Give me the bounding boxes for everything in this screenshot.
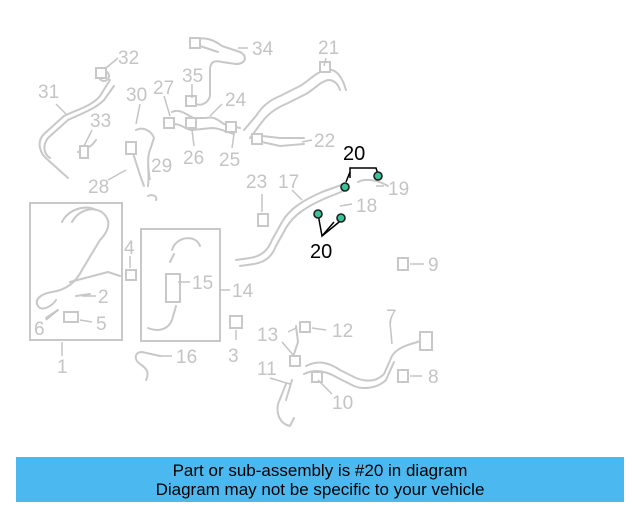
banner-line-part: Part or sub-assembly is #20 in diagram (172, 461, 468, 480)
part-19 (357, 178, 389, 187)
parts-diagram: 1 2 3 4 5 6 7 8 9 10 11 12 13 14 15 16 1… (29, 37, 439, 427)
callout-21: 21 (318, 38, 339, 59)
callout-6: 6 (34, 319, 45, 340)
callout-3: 3 (228, 346, 239, 367)
assembly-box-14 (140, 228, 221, 342)
callout-18: 18 (356, 196, 377, 217)
callout-25: 25 (219, 150, 240, 171)
assembly-box-1 (29, 202, 123, 341)
part-23 (257, 213, 269, 227)
radiator-hose-upper (35, 206, 121, 310)
callout-28: 28 (88, 177, 109, 198)
callout-1: 1 (57, 357, 68, 378)
callout-5: 5 (96, 314, 107, 335)
callout-33: 33 (90, 111, 111, 132)
hose-part-24 (171, 109, 241, 129)
callout-4: 4 (124, 238, 135, 259)
callout-20-top: 20 (343, 143, 365, 165)
clamp-20-1 (340, 182, 350, 192)
leader-lines (45, 47, 424, 395)
callout-23: 23 (246, 172, 267, 193)
callout-2: 2 (98, 287, 109, 308)
part-4 (125, 269, 137, 281)
hose-part-7 (305, 339, 425, 382)
callout-8: 8 (428, 367, 439, 388)
hose-part-16 (134, 351, 161, 381)
callout-35: 35 (182, 66, 203, 87)
callout-12: 12 (332, 321, 353, 342)
info-banner: Part or sub-assembly is #20 in diagram D… (16, 457, 624, 502)
callout-7: 7 (386, 307, 397, 328)
callout-29: 29 (151, 156, 172, 177)
hose-part-17 (235, 183, 345, 261)
callout-20-bottom: 20 (310, 241, 332, 263)
callout-14: 14 (232, 281, 254, 302)
callout-11: 11 (257, 359, 277, 380)
callout-32: 32 (118, 48, 139, 69)
callout-22: 22 (314, 131, 335, 152)
callout-15: 15 (192, 273, 213, 294)
small-clamps (95, 37, 331, 145)
clamp-20-2 (373, 171, 383, 181)
hose-part-15 (147, 237, 201, 331)
part-3 (229, 315, 243, 329)
callout-24: 24 (225, 90, 247, 111)
callout-34: 34 (252, 39, 274, 60)
hose-part-13 (291, 325, 299, 361)
callout-labels: 1 2 3 4 5 6 7 8 9 10 11 12 13 14 15 16 1… (34, 38, 439, 414)
hose-part-22 (261, 141, 305, 147)
part-20-highlight (313, 167, 383, 238)
banner-line-disclaimer: Diagram may not be specific to your vehi… (155, 480, 485, 499)
callout-13: 13 (257, 325, 278, 346)
callout-16: 16 (176, 347, 197, 368)
callout-31: 31 (38, 82, 59, 103)
clamp-20-3 (313, 209, 323, 219)
hose-part-31 (38, 79, 111, 179)
callout-17: 17 (278, 172, 299, 193)
callout-27: 27 (153, 78, 174, 99)
callout-10: 10 (332, 393, 353, 414)
callout-26: 26 (183, 148, 204, 169)
part-9 (397, 257, 409, 271)
clamp-parts-left (45, 293, 91, 323)
hose-part-21 (243, 68, 347, 131)
clamp-20-4 (336, 213, 346, 223)
callout-19: 19 (388, 179, 409, 200)
callout-30: 30 (126, 85, 147, 106)
callout-9: 9 (428, 255, 439, 276)
hose-part-11 (276, 383, 295, 427)
hose-part-34 (195, 37, 246, 106)
